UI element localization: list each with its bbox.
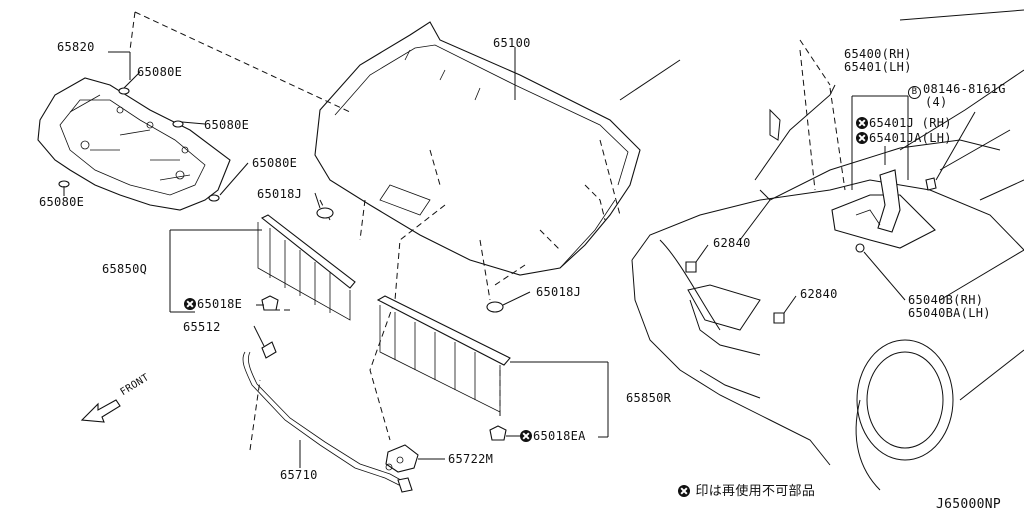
label-65100: 65100 (493, 36, 531, 50)
vehicle-body (619, 9, 1024, 491)
label-65080e-3: 65080E (252, 156, 298, 170)
leader-08146 (935, 111, 976, 181)
hood-seal-65850q (257, 214, 356, 321)
non-reusable-x-icon (520, 430, 532, 442)
label-65018j-2: 65018J (536, 285, 582, 299)
non-reusable-x-icon (678, 485, 690, 497)
label-65850q: 65850Q (102, 262, 148, 276)
label-65018j-1: 65018J (257, 187, 303, 201)
non-reusable-x-icon (184, 298, 196, 310)
label-65400: 65400(RH) (844, 47, 912, 61)
label-65040b: 65040B(RH) (908, 293, 984, 307)
label-65018e: 65018E (184, 298, 242, 311)
label-65018ea: 65018EA (520, 430, 586, 443)
hood-seal-65850r (376, 295, 511, 413)
label-65401j: 65401J (RH) (856, 117, 952, 130)
label-65080e-2: 65080E (204, 118, 250, 132)
label-65512: 65512 (183, 320, 221, 334)
bolt-b-icon: B (908, 86, 921, 99)
clip-65018ea (489, 425, 507, 441)
label-08146-text: 08146-8161G (923, 82, 1006, 96)
hood-insulator (37, 77, 231, 211)
bumper-62840 (685, 261, 785, 324)
label-65080e-1: 65080E (137, 65, 183, 79)
non-reusable-x-icon (856, 117, 868, 129)
clip-65080e-group (58, 87, 220, 202)
leader-lines-left (63, 51, 249, 196)
front-arrow (80, 399, 121, 423)
label-65401: 65401(LH) (844, 60, 912, 74)
label-65820: 65820 (57, 40, 95, 54)
label-65850r: 65850R (626, 391, 672, 405)
hood-hinge (831, 169, 937, 253)
drawing-code: J65000NP (936, 497, 1002, 512)
leader-65512 (253, 325, 265, 347)
legend-text: 印は再使用不可部品 (695, 484, 816, 499)
label-65080e-4: 65080E (39, 195, 85, 209)
label-65018ea-text: 65018EA (533, 429, 586, 443)
label-65722m: 65722M (448, 452, 494, 466)
legend: 印は再使用不可部品 (678, 485, 815, 498)
label-65040ba: 65040BA(LH) (908, 306, 991, 320)
label-65401ja: 65401JA(LH) (856, 132, 952, 145)
label-65401ja-text: 65401JA(LH) (869, 131, 952, 145)
hood-panel (314, 21, 641, 276)
leader-65040b (863, 251, 906, 301)
non-reusable-x-icon (856, 132, 868, 144)
label-62840-1: 62840 (713, 236, 751, 250)
bumper-65018j (314, 192, 531, 313)
leader-62840-1 (695, 244, 709, 263)
label-62840-2: 62840 (800, 287, 838, 301)
label-65710: 65710 (280, 468, 318, 482)
leader-62840-2 (783, 295, 797, 314)
clip-65018e (261, 295, 279, 311)
hood-rod (242, 351, 413, 493)
hood-lock (385, 444, 419, 473)
label-65401j-text: 65401J (RH) (869, 116, 952, 130)
rod-holder (261, 341, 277, 359)
label-65018e-text: 65018E (197, 297, 243, 311)
label-08146-qty: (4) (925, 95, 948, 109)
